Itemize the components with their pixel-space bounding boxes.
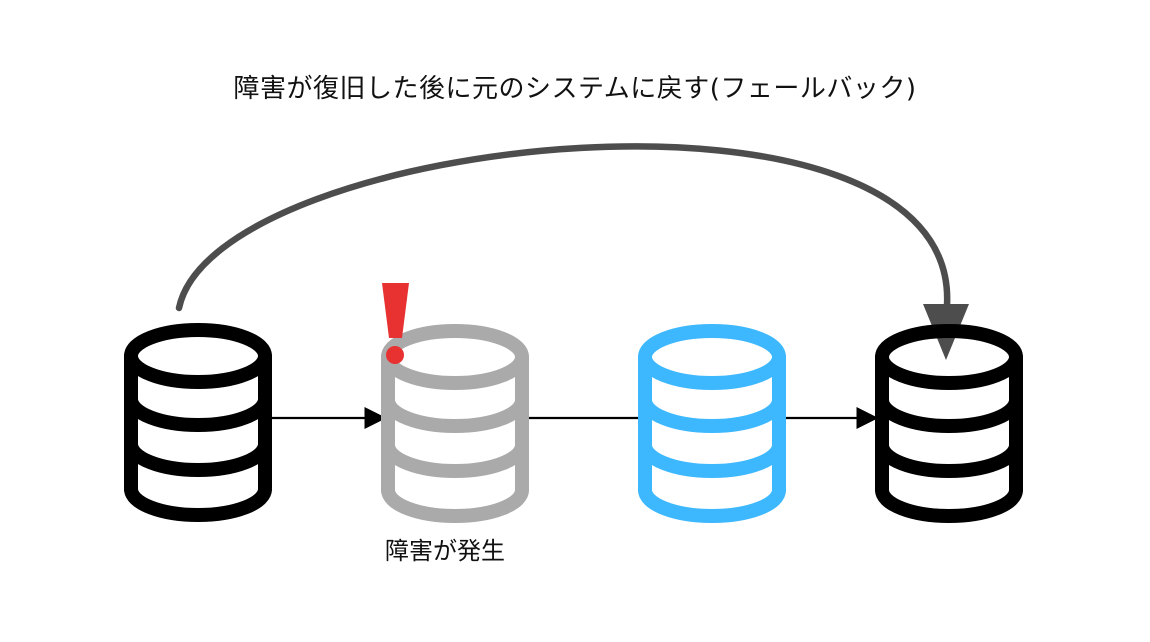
failback-arc (175, 143, 951, 312)
original-database-icon (124, 323, 272, 522)
exclamation-icon (382, 283, 409, 364)
failure-label: 障害が発生 (385, 537, 505, 565)
restored-database-icon (875, 324, 1023, 523)
standby-database-icon (638, 324, 786, 523)
failed-database-icon (381, 324, 529, 523)
diagram-title: 障害が復旧した後に元のシステムに戻す(フェールバック) (233, 74, 917, 104)
